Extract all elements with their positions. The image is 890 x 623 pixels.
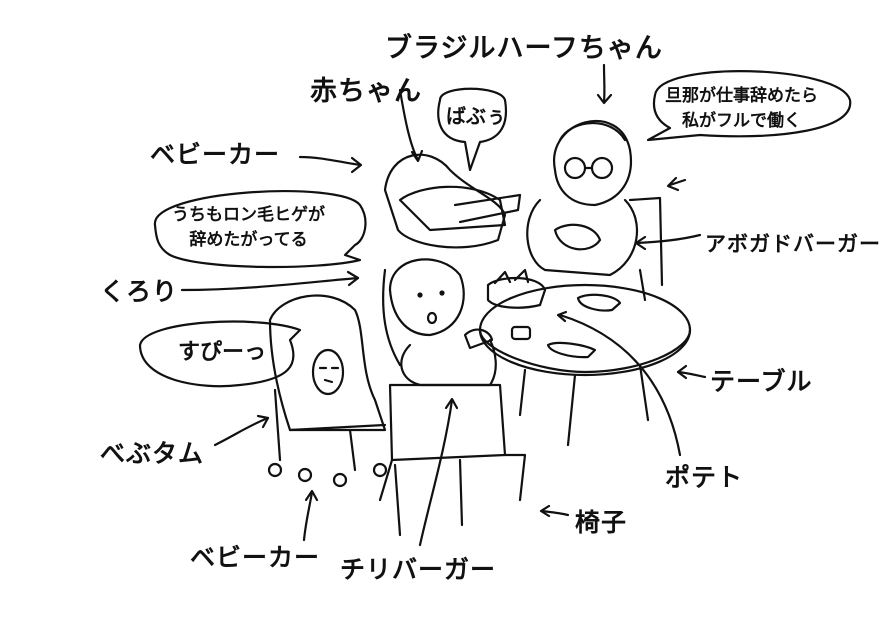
bubble-longhair: [153, 190, 367, 269]
bubble-babu: [437, 87, 508, 172]
label-brazil-half: ブラジルハーフちゃん: [385, 33, 663, 64]
baby-in-stroller: [383, 153, 522, 249]
label-chili-burger: チリバーガー: [340, 555, 497, 584]
label-potato: ポテト: [665, 463, 744, 492]
bubble-text-longhair: うちもロン毛ヒゲが辞めたがってる: [172, 203, 325, 253]
bubble-text-husband: 旦那が仕事辞めたら私がフルで働く: [665, 84, 818, 134]
bubble-husband-line2: 私がフルで働く: [682, 111, 801, 131]
bubble-longhair-line1: うちもロン毛ヒゲが: [172, 205, 325, 225]
bubble-husband-line1: 旦那が仕事辞めたら: [665, 86, 818, 106]
bubble-longhair-line2: 辞めたがってる: [189, 230, 308, 250]
label-kurori: くろり: [100, 277, 179, 306]
bubble-husband: [646, 70, 852, 142]
bubble-suppi: [138, 320, 302, 388]
label-baby: 赤ちゃん: [310, 76, 422, 107]
label-stroller-bottom: ベビーカー: [190, 543, 321, 572]
food: [486, 268, 622, 359]
stroller-bebutamu: [267, 294, 388, 488]
label-table: テーブル: [710, 367, 813, 396]
bubble-babu-text: ばぶぅ: [446, 104, 506, 128]
arrows: [180, 63, 707, 547]
label-chair: 椅子: [575, 508, 628, 537]
label-stroller-top: ベビーカー: [150, 140, 281, 169]
bubble-text-babu: ばぶぅ: [446, 104, 506, 129]
label-avocado-burger: アボガドバーガー: [705, 232, 881, 256]
bubble-suppi-text: すぴーっ: [178, 340, 267, 365]
kurori-person: [382, 258, 497, 387]
bubble-text-suppi: すぴーっ: [178, 340, 266, 365]
table: [478, 283, 692, 447]
brazil-half-person: [526, 120, 664, 302]
chair: [378, 383, 527, 537]
label-bebutamu: べぶタム: [100, 439, 205, 468]
